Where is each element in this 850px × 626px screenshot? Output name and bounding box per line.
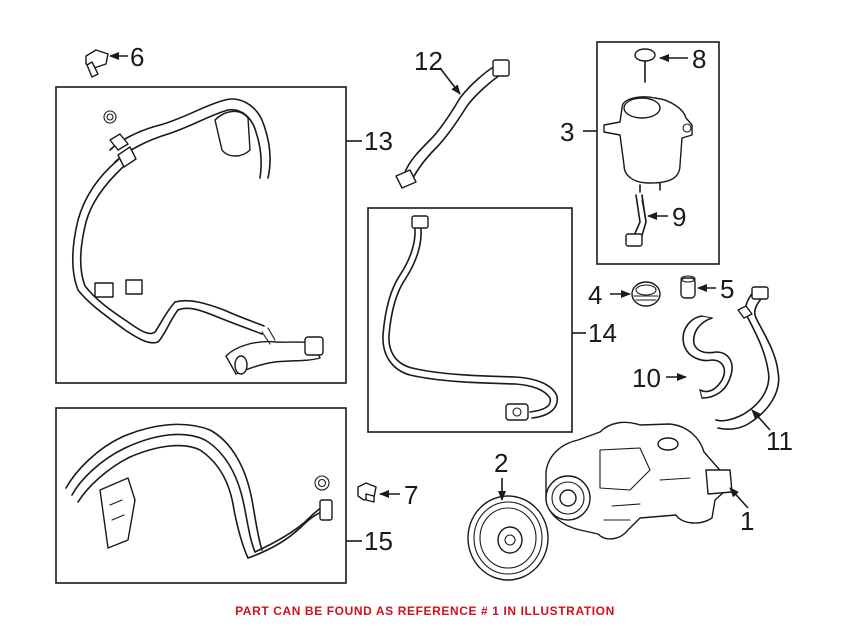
leader-12 — [439, 67, 461, 95]
reservoir-3 — [603, 96, 693, 247]
reference-note: PART CAN BE FOUND AS REFERENCE # 1 IN IL… — [235, 604, 615, 618]
cap-8 — [634, 48, 656, 83]
part-label-8: 8 — [692, 44, 706, 74]
pump-1 — [545, 421, 733, 540]
hose-12 — [395, 59, 510, 189]
part-label-9: 9 — [672, 202, 686, 232]
leader-11 — [751, 409, 771, 431]
part-label-12: 12 — [414, 46, 443, 76]
part-label-14: 14 — [588, 318, 617, 348]
cap-4 — [631, 281, 661, 307]
sleeve-5 — [680, 275, 696, 299]
sensor-9 — [641, 199, 647, 223]
hose-10 — [682, 315, 733, 399]
part-label-10: 10 — [632, 363, 661, 393]
part-label-13: 13 — [364, 126, 393, 156]
part-label-2: 2 — [494, 448, 508, 478]
pressure-hose-assembly-13 — [71, 98, 324, 375]
part-label-1: 1 — [740, 506, 754, 536]
part-label-4: 4 — [588, 280, 602, 310]
leader-1 — [729, 487, 749, 509]
group-box-3 — [596, 41, 720, 265]
return-hose-assembly-15 — [65, 423, 333, 559]
part-label-6: 6 — [130, 42, 144, 72]
part-label-15: 15 — [364, 526, 393, 556]
tube-14 — [382, 215, 559, 421]
pulley-2 — [467, 495, 549, 581]
hose-11 — [715, 286, 780, 430]
part-label-5: 5 — [720, 274, 734, 304]
part-label-7: 7 — [404, 480, 418, 510]
part-label-11: 11 — [766, 426, 793, 456]
group-box-14 — [367, 207, 573, 433]
part-label-3: 3 — [560, 117, 574, 147]
group-box-13 — [55, 86, 347, 384]
bolt-7 — [357, 482, 377, 503]
bolt-6 — [85, 49, 109, 78]
group-box-15 — [55, 407, 347, 584]
